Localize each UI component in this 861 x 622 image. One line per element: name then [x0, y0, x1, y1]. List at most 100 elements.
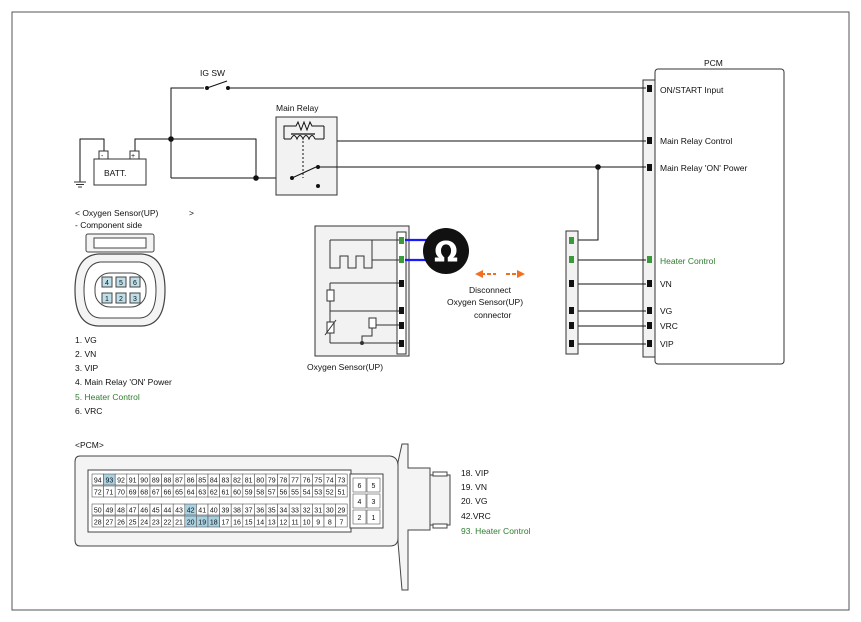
- pcm-pin-number: 86: [187, 477, 195, 484]
- pcm-pin-number: 15: [245, 519, 253, 526]
- pcm-pin-number: 45: [152, 507, 160, 514]
- pcm-pin-number: 74: [326, 477, 334, 484]
- pcm-pin-vn: VN: [660, 279, 672, 289]
- disconnect-line-2: Oxygen Sensor(UP): [447, 297, 523, 307]
- pcm-pin-number: 61: [222, 489, 230, 496]
- ig-sw-label: IG SW: [200, 68, 225, 78]
- sensor-connector-pins: 4 5 6 1 2 3: [101, 276, 141, 304]
- wire-batt-plus: [134, 138, 171, 152]
- pcm-pin-number: 33: [291, 507, 299, 514]
- pcm-aux-pin-cell: [366, 493, 381, 509]
- pcm-pin-number: 65: [175, 489, 183, 496]
- pcm-pin-number: 8: [328, 519, 332, 526]
- pcm-pin-number: 7: [339, 519, 343, 526]
- pcm-terminal: [647, 340, 652, 347]
- pcm-terminal: [647, 164, 652, 171]
- pcm-pin-number: 28: [94, 519, 102, 526]
- svg-text:2: 2: [119, 296, 123, 303]
- pcm-pin-number: 44: [164, 507, 172, 514]
- wire-to-ig-sw: [170, 87, 204, 178]
- harness-connector: [565, 230, 579, 355]
- pcm-pin-number: 46: [140, 507, 148, 514]
- pcm-legend-93: 93. Heater Control: [461, 526, 531, 536]
- ohm-meter-icon: [423, 228, 469, 274]
- pcm-terminal: [647, 307, 652, 314]
- pcm-pin-number: 66: [164, 489, 172, 496]
- pcm-pin-number: 24: [140, 519, 148, 526]
- pcm-pin-number: 55: [291, 489, 299, 496]
- pcm-legend-18: 18. VIP: [461, 468, 489, 478]
- pcm-pin-number: 76: [303, 477, 311, 484]
- pcm-block: PCM ON/START Input Main Relay Control Ma…: [642, 58, 785, 365]
- pcm-pin-number: 79: [268, 477, 276, 484]
- pcm-pin-number: 19: [198, 519, 206, 526]
- wire-relay-feed: [171, 138, 257, 178]
- pcm-pin-number: 51: [338, 489, 346, 496]
- pcm-pin-number: 72: [94, 489, 102, 496]
- pcm-pin-number: 90: [140, 477, 148, 484]
- pcm-pin-number: 89: [152, 477, 160, 484]
- wire-batt-ground: [79, 138, 105, 182]
- pcm-pin-cell: [335, 485, 348, 498]
- pcm-pin-number: 34: [280, 507, 288, 514]
- pcm-pin-number: 75: [314, 477, 322, 484]
- sensor-info-title: < Oxygen Sensor(UP): [75, 208, 159, 218]
- pcm-title: PCM: [704, 58, 723, 68]
- main-relay: Main Relay: [275, 103, 338, 196]
- battery: - + BATT.: [74, 150, 147, 188]
- pcm-pin-number: 9: [316, 519, 320, 526]
- pcm-pin-number: 43: [175, 507, 183, 514]
- pcm-pin-number: 39: [222, 507, 230, 514]
- pcm-pin-number: 18: [210, 519, 218, 526]
- pcm-pin-number: 73: [338, 477, 346, 484]
- pcm-terminal: [647, 280, 652, 287]
- pcm-terminal: [647, 137, 652, 144]
- pcm-pin-number: 27: [106, 519, 114, 526]
- svg-text:3: 3: [133, 296, 137, 303]
- pcm-pin-number: 53: [314, 489, 322, 496]
- pcm-pin-cell: [335, 473, 348, 486]
- pcm-pin-number: 20: [187, 519, 195, 526]
- pcm-pin-number: 40: [210, 507, 218, 514]
- pcm-pin-number: 84: [210, 477, 218, 484]
- pcm-pin-number: 14: [256, 519, 264, 526]
- pcm-pin-number: 64: [187, 489, 195, 496]
- pcm-pin-on-start: ON/START Input: [660, 85, 724, 95]
- pcm-pin-number: 30: [326, 507, 334, 514]
- pcm-pin-number: 25: [129, 519, 137, 526]
- pcm-terminal: [647, 322, 652, 329]
- battery-minus: -: [101, 153, 104, 160]
- pcm-pin-number: 71: [106, 489, 114, 496]
- pcm-aux-pin-cell: [366, 477, 381, 493]
- pcm-pin-number: 23: [152, 519, 160, 526]
- pcm-pin-number: 87: [175, 477, 183, 484]
- wire-main-relay-control: [323, 126, 646, 142]
- pcm-pin-number: 88: [164, 477, 172, 484]
- sensor-info-title-end: >: [189, 208, 194, 218]
- pcm-pin-number: 60: [233, 489, 241, 496]
- pcm-pin-heater-control: Heater Control: [660, 256, 715, 266]
- pcm-pin-cell: [335, 515, 348, 528]
- sensor-pin-5: 5. Heater Control: [75, 392, 140, 402]
- pcm-pin-number: 85: [198, 477, 206, 484]
- pcm-pin-number: 69: [129, 489, 137, 496]
- pcm-pin-number: 17: [222, 519, 230, 526]
- pcm-pin-number: 16: [233, 519, 241, 526]
- ig-switch: IG SW: [200, 68, 228, 89]
- pcm-pin-number: 77: [291, 477, 299, 484]
- pcm-pin-number: 58: [256, 489, 264, 496]
- pcm-pin-number: 94: [94, 477, 102, 484]
- pcm-legend-20: 20. VG: [461, 496, 487, 506]
- pcm-box: [654, 68, 785, 365]
- pcm-pin-number: 67: [152, 489, 160, 496]
- battery-label: BATT.: [104, 168, 127, 178]
- sensor-connector-info: < Oxygen Sensor(UP) > - Component side 4…: [74, 208, 194, 416]
- pcm-pin-number: 41: [198, 507, 206, 514]
- pcm-pin-number: 32: [303, 507, 311, 514]
- pcm-terminal: [647, 256, 652, 263]
- pcm-pin-number: 78: [280, 477, 288, 484]
- pcm-pin-main-relay-control: Main Relay Control: [660, 136, 732, 146]
- pcm-pin-main-relay-power: Main Relay 'ON' Power: [660, 163, 747, 173]
- svg-text:4: 4: [105, 280, 109, 287]
